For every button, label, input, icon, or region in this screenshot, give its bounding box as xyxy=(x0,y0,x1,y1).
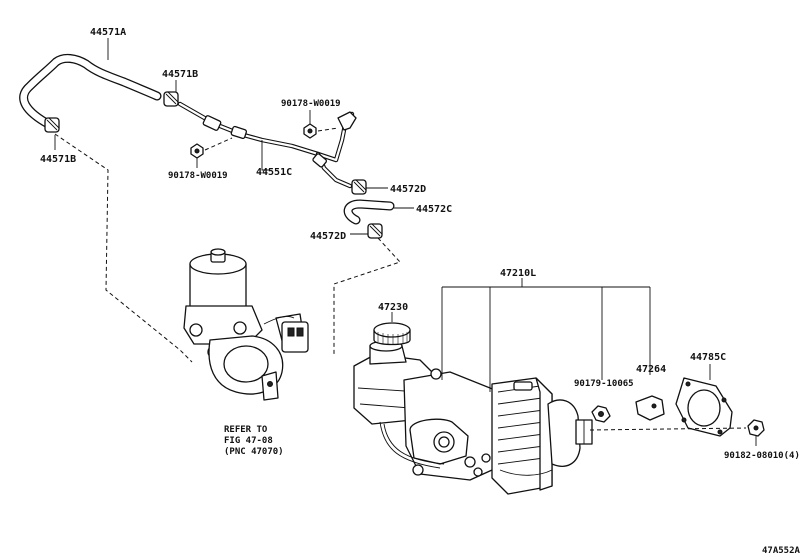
label-44571b-left: 44571B xyxy=(40,154,76,165)
label-44572c: 44572C xyxy=(416,204,452,215)
label-44785c: 44785C xyxy=(690,352,726,363)
vacuum-hose-44572c xyxy=(343,199,395,225)
refer-note-line1: REFER TO xyxy=(224,425,268,435)
hose-clip-44571b-upper xyxy=(163,91,179,107)
label-47264: 47264 xyxy=(636,364,666,375)
bolt-90178-w0019-lower xyxy=(190,143,204,159)
label-44551c: 44551C xyxy=(256,167,292,178)
label-90178-w0019-upper: 90178-W0019 xyxy=(281,99,341,109)
bracket-47264 xyxy=(635,395,665,421)
label-90179-10065: 90179-10065 xyxy=(574,379,634,389)
nut-90179-10065 xyxy=(591,405,611,423)
label-90182-08010: 90182-08010(4) xyxy=(724,451,800,461)
dashed-90178-lower xyxy=(204,137,233,151)
gasket-44785c xyxy=(675,377,733,437)
brake-booster-assembly xyxy=(353,340,593,495)
refer-note-line2: FIG 47-08 xyxy=(224,436,273,446)
leader-44551c xyxy=(261,140,270,171)
bolt-90178-w0019-upper xyxy=(303,123,317,139)
reservoir-cap-47230 xyxy=(373,322,411,346)
dashed-90178-upper xyxy=(317,127,339,132)
refer-note: REFER TO FIG 47-08 (PNC 47070) xyxy=(224,425,284,457)
diagram-id: 47A552A xyxy=(762,546,801,556)
label-90178-w0019-lower: 90178-W0019 xyxy=(168,171,228,181)
vacuum-pump-motor xyxy=(183,248,309,401)
label-47230: 47230 xyxy=(378,302,408,313)
dashed-line-booster xyxy=(333,237,401,356)
label-44571a: 44571A xyxy=(90,27,126,38)
dashed-line-stud xyxy=(589,427,747,431)
vacuum-hose-44571a xyxy=(19,53,162,130)
dashed-line-pump xyxy=(54,133,193,363)
nut-90182-08010 xyxy=(747,419,765,437)
label-47210l: 47210L xyxy=(500,268,536,279)
hose-clip-44572d-upper xyxy=(351,179,367,195)
hose-clip-44572d-lower xyxy=(367,223,383,239)
label-44572d-lower: 44572D xyxy=(310,231,346,242)
refer-note-line3: (PNC 47070) xyxy=(224,447,284,457)
vacuum-pipe-44551c xyxy=(177,101,357,189)
hose-clip-44571b-left xyxy=(44,117,60,133)
label-44572d-upper: 44572D xyxy=(390,184,426,195)
label-44571b-upper: 44571B xyxy=(162,69,198,80)
